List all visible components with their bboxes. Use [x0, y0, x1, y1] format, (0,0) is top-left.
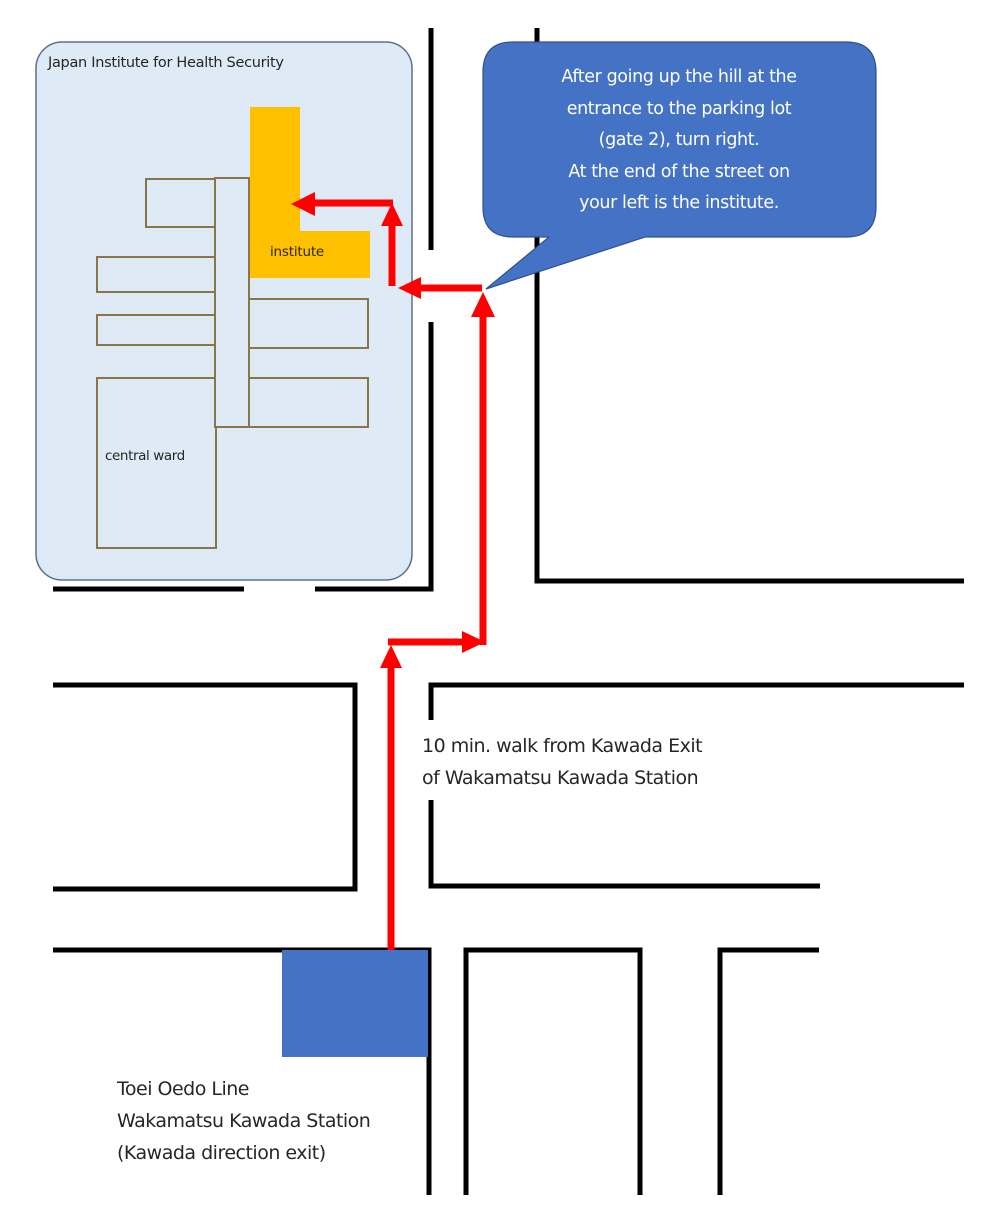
arrow-icon [398, 277, 421, 299]
callout-line: your left is the institute. [579, 193, 779, 213]
institute-label: institute [270, 244, 325, 260]
callout-line: After going up the hill at the [561, 67, 797, 87]
institute-building [250, 107, 370, 278]
walk-note-line: 10 min. walk from Kawada Exit [422, 735, 703, 757]
arrow-icon [381, 203, 403, 226]
arrow-icon [462, 631, 485, 653]
station-label: Toei Oedo Line Wakamatsu Kawada Station … [117, 1073, 371, 1169]
callout-line: At the end of the street on [568, 161, 790, 182]
campus-buildings [96, 177, 369, 549]
station-line-name: Toei Oedo Line [117, 1078, 249, 1100]
road-edge [463, 947, 643, 1195]
road-edge [428, 800, 820, 889]
callout-line: entrance to the parking lot [566, 98, 792, 119]
building-central-ward [96, 377, 217, 549]
road-edge [428, 682, 964, 720]
road-edge [53, 682, 358, 892]
road-edge [717, 947, 819, 1195]
walking-route [291, 192, 495, 950]
station-marker [282, 950, 428, 1057]
station-name: Wakamatsu Kawada Station [117, 1110, 371, 1132]
arrow-icon [291, 192, 315, 216]
callout-text: After going up the hill at the entrance … [487, 62, 871, 220]
walk-time-note: 10 min. walk from Kawada Exit of Wakamat… [420, 730, 705, 794]
road-edge [53, 947, 432, 1195]
arrow-icon [380, 645, 402, 668]
station-exit: (Kawada direction exit) [117, 1142, 326, 1164]
building-corridor [214, 177, 250, 428]
central-ward-label: central ward [105, 448, 185, 464]
arrow-icon [471, 292, 495, 317]
road-edge [315, 322, 434, 592]
callout-line: (gate 2), turn right. [598, 130, 760, 150]
roads [53, 28, 964, 1195]
speech-bubble [482, 41, 877, 290]
walk-note-line: of Wakamatsu Kawada Station [422, 767, 699, 789]
campus-name-label: Japan Institute for Health Security [48, 55, 284, 71]
